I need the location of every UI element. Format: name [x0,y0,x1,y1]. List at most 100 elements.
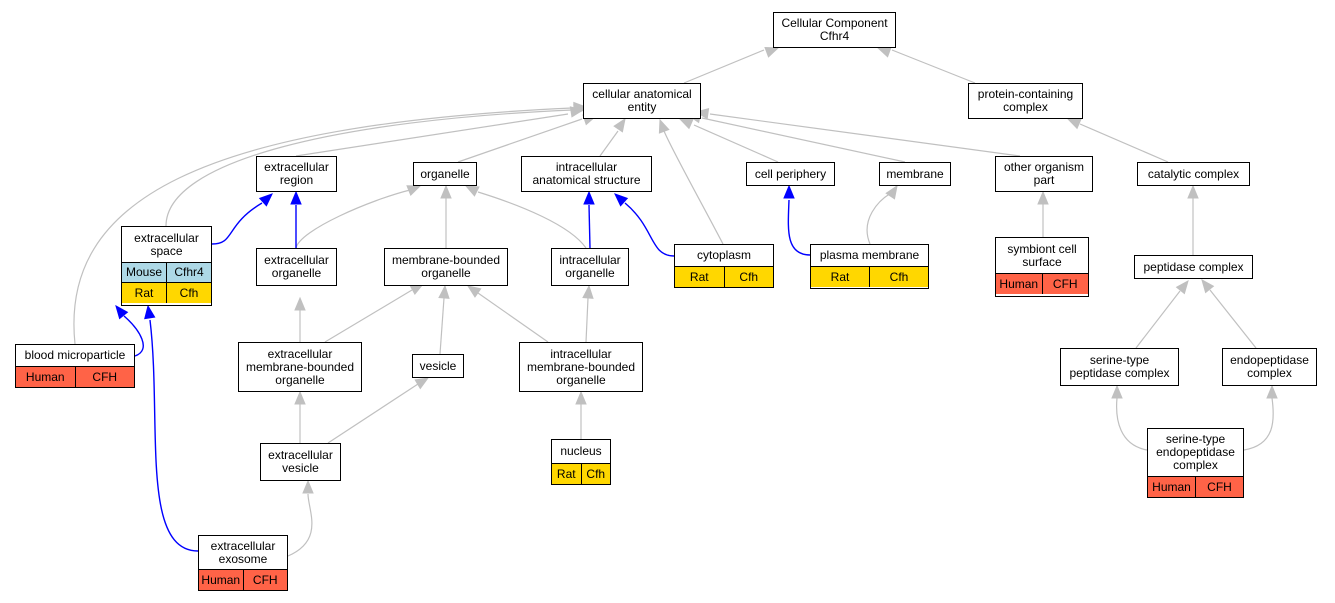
species-cell: Rat [675,267,725,287]
edge-cae-root [683,49,765,84]
arrowhead [414,377,430,390]
edge-vesicle-mbo [439,297,445,355]
node-exves[interactable]: extracellular vesicle [260,443,341,481]
arrowhead [258,193,273,207]
node-root[interactable]: Cellular Component Cfhr4 [773,12,896,48]
node-intmbo[interactable]: intracellular membrane-bounded organelle [519,342,643,392]
arrowhead [1201,278,1215,294]
gene-cell: Cfhr4 [174,265,204,279]
edge-exmbo-mbo [324,289,413,343]
edge-plasmamem-cellper [787,199,811,256]
arrowhead [658,118,670,134]
node-intorg[interactable]: intracellular organelle [551,248,629,286]
node-mbo[interactable]: membrane-bounded organelle [384,248,508,286]
arrowhead [302,479,314,494]
node-label: serine-type endopeptidase complex [1148,429,1243,477]
node-exorg[interactable]: extracellular organelle [256,248,337,286]
edge-cellper-cae [693,124,779,163]
gene-cell: Cfh [739,269,759,284]
edge-oop-cae [709,113,1021,157]
node-ias[interactable]: intracellular anatomical structure [521,156,652,192]
edge-endopc-pepcx [1209,289,1257,349]
arrowhead [783,184,795,199]
arrowhead [290,190,302,205]
gene-cell: CFH [1052,276,1078,291]
edge-catcx-pcc [1079,123,1169,163]
node-pcc[interactable]: protein-containing complex [968,83,1083,119]
arrowhead [678,118,694,130]
arrowhead [582,284,594,299]
arrowhead [115,304,129,320]
arrowhead [144,304,156,320]
node-label: extracellular space [122,227,211,263]
edge-plasmamem-membrane [866,191,894,245]
node-cae[interactable]: cellular anatomical entity [583,83,701,119]
edge-intmbo-intorg [585,297,589,343]
node-label: extracellular exosome [199,536,287,570]
species-cell: Human [1148,477,1196,497]
edge-membrane-cae [701,117,906,163]
arrowhead [876,46,892,58]
edge-stpc-pepcx [1135,290,1181,349]
node-label: blood microparticle [16,345,134,367]
node-label: symbiont cell surface [996,238,1088,274]
arrowhead [294,390,306,405]
node-pepcx[interactable]: peptidase complex [1134,255,1253,279]
arrowhead [885,184,898,200]
edge-stepc-endopc [1243,397,1274,451]
arrowhead [1175,279,1189,295]
node-exmbo[interactable]: extracellular membrane-bounded organelle [238,342,362,392]
edge-cytoplasm-cae [663,130,724,245]
edge-intmbo-mbo [477,292,549,343]
node-exreg[interactable]: extracellular region [256,156,337,192]
gene-cell: Cfh [889,269,909,284]
edge-exspace-exreg [211,202,263,245]
arrowhead [694,107,710,120]
node-cellper[interactable]: cell periphery [746,162,835,186]
node-membrane[interactable]: membrane [879,162,951,186]
annotation-row: Human CFH [16,367,134,387]
species-cell: Rat [122,283,167,303]
node-stpc[interactable]: serine-type peptidase complex [1060,348,1179,386]
node-organelle[interactable]: organelle [413,162,477,186]
edge-stepc-stpc [1116,397,1148,451]
node-vesicle[interactable]: vesicle [412,354,464,378]
arrowhead [1266,384,1278,399]
arrowhead [573,101,588,114]
edge-cytoplasm-ias [624,202,675,257]
edge-bmp-cae [73,107,573,345]
gene-cell: Cfh [179,285,199,300]
arrowhead [464,185,480,197]
edge-exosome-exves [287,493,313,557]
annotation-row: Rat Cfh [122,283,211,303]
arrowhead [438,284,450,299]
arrowhead [614,193,629,207]
arrowhead [406,185,422,196]
node-catcx[interactable]: catalytic complex [1137,162,1250,186]
arrowhead [1066,118,1082,130]
edge-exorg-organelle [295,189,411,249]
edge-intorg-ias [588,204,591,249]
node-oop[interactable]: other organism part [995,156,1093,192]
arrowhead [764,46,780,58]
species-cell: Human [199,570,244,590]
node-endopc[interactable]: endopeptidase complex [1222,348,1317,386]
arrowhead [583,190,595,205]
gene-cell: CFH [92,369,118,384]
species-cell: Human [16,367,76,387]
edge-intorg-organelle [477,191,587,249]
arrowhead [1111,384,1123,399]
edge-exosome-exspace [149,319,199,552]
